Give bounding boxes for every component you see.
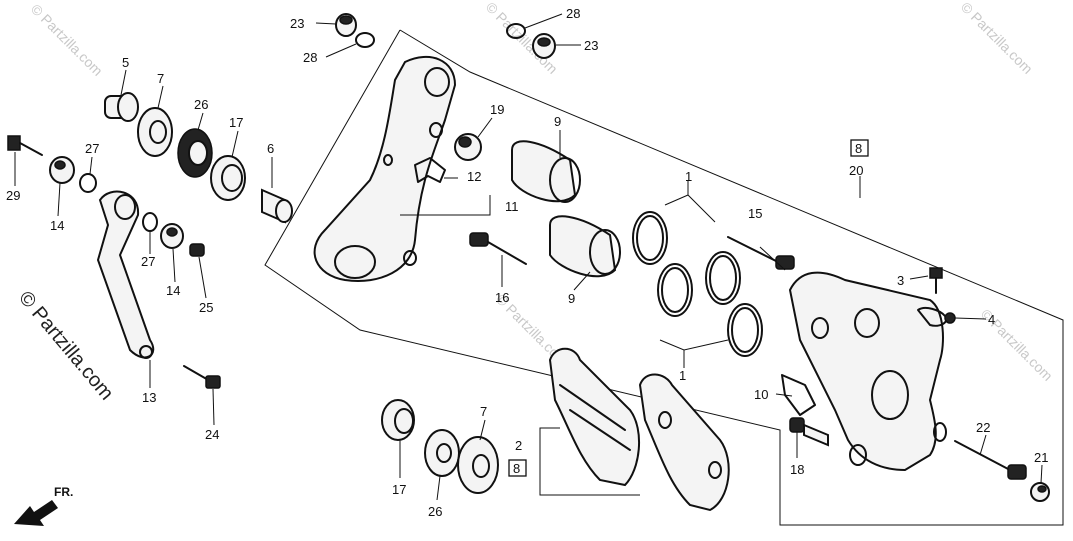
watermark-text: © Partzilla.com xyxy=(958,0,1036,77)
callout-8-boxed: 8 xyxy=(513,461,520,476)
part-10-clip xyxy=(781,374,816,416)
callout-29: 29 xyxy=(6,188,20,203)
part-6-sleeve xyxy=(261,188,293,224)
part-23-boot xyxy=(532,33,556,59)
callout-25: 25 xyxy=(199,300,213,315)
callout-28: 28 xyxy=(303,50,317,65)
callout-12: 12 xyxy=(467,169,481,184)
callout-6: 6 xyxy=(267,141,274,156)
part-5-collar xyxy=(104,92,139,122)
callout-4: 4 xyxy=(988,312,995,327)
callout-5: 5 xyxy=(122,55,129,70)
leader-lines xyxy=(14,13,1043,501)
callout-19: 19 xyxy=(490,102,504,117)
callout-7: 7 xyxy=(157,71,164,86)
part-17-bushing xyxy=(381,399,415,441)
callout-9: 9 xyxy=(554,114,561,129)
part-2-pads xyxy=(548,347,730,512)
boxed-label-8: 8 xyxy=(850,139,869,157)
callout-27: 27 xyxy=(141,254,155,269)
part-23-boot-upper xyxy=(335,13,357,37)
part-26-seal xyxy=(424,429,460,477)
callout-10: 10 xyxy=(754,387,768,402)
callout-21: 21 xyxy=(1034,450,1048,465)
part-22-pin xyxy=(954,440,1027,480)
part-16-pin xyxy=(469,232,527,265)
callout-24: 24 xyxy=(205,427,219,442)
part-26-seal xyxy=(177,128,213,178)
part-7-washer xyxy=(457,436,499,494)
part-20-caliper-body xyxy=(788,271,947,472)
part-27-ring xyxy=(79,173,97,193)
part-7-washer xyxy=(137,107,173,157)
part-24-bolt xyxy=(183,365,221,389)
callout-22: 22 xyxy=(976,420,990,435)
callout-28: 28 xyxy=(566,6,580,21)
assembly-frame xyxy=(264,29,1064,526)
callout-7: 7 xyxy=(480,404,487,419)
part-18-pin xyxy=(789,417,829,447)
part-13-arm xyxy=(96,190,155,359)
callout-11: 11 xyxy=(505,199,519,214)
callout-14: 14 xyxy=(166,283,180,298)
part-3-bleeder xyxy=(929,267,943,294)
boxed-label-8: 8 xyxy=(508,459,527,477)
callout-23: 23 xyxy=(584,38,598,53)
callout-23: 23 xyxy=(290,16,304,31)
callout-16: 16 xyxy=(495,290,509,305)
front-arrow-icon xyxy=(14,500,58,526)
callout-9: 9 xyxy=(568,291,575,306)
part-1-seals xyxy=(632,211,763,357)
part-25-nut xyxy=(189,243,205,257)
front-label: FR. xyxy=(54,485,73,499)
part-28-ring xyxy=(355,32,375,48)
part-27-ring xyxy=(142,212,158,232)
part-19-boot xyxy=(454,133,482,161)
part-14-boot xyxy=(49,156,75,184)
callout-14: 14 xyxy=(50,218,64,233)
callout-26: 26 xyxy=(428,504,442,519)
watermark-text: © Partzilla.com xyxy=(14,287,117,404)
part-28-ring xyxy=(506,23,526,39)
part-12-clip xyxy=(414,157,446,183)
front-direction-marker: FR. xyxy=(14,485,73,526)
part-21-plug xyxy=(1030,482,1050,502)
callout-17: 17 xyxy=(392,482,406,497)
callout-18: 18 xyxy=(790,462,804,477)
watermark-text: © Partzilla.com xyxy=(28,1,106,79)
callout-1: 1 xyxy=(679,368,686,383)
callout-27: 27 xyxy=(85,141,99,156)
callout-15: 15 xyxy=(748,206,762,221)
part-11-caliper-bracket xyxy=(313,56,457,282)
callout-20: 20 xyxy=(849,163,863,178)
callout-3: 3 xyxy=(897,273,904,288)
callout-17: 17 xyxy=(229,115,243,130)
callout-1: 1 xyxy=(685,169,692,184)
callout-13: 13 xyxy=(142,390,156,405)
callout-labels: 23 28 28 23 19 12 11 5 7 26 17 6 29 27 1… xyxy=(6,6,1048,519)
part-29-bolt xyxy=(7,135,43,156)
part-17-bushing xyxy=(210,155,246,201)
callout-26: 26 xyxy=(194,97,208,112)
part-14-boot xyxy=(160,223,184,249)
callout-2: 2 xyxy=(515,438,522,453)
callout-8-boxed: 8 xyxy=(855,141,862,156)
part-9-piston xyxy=(549,215,621,278)
part-9-piston xyxy=(511,140,581,203)
